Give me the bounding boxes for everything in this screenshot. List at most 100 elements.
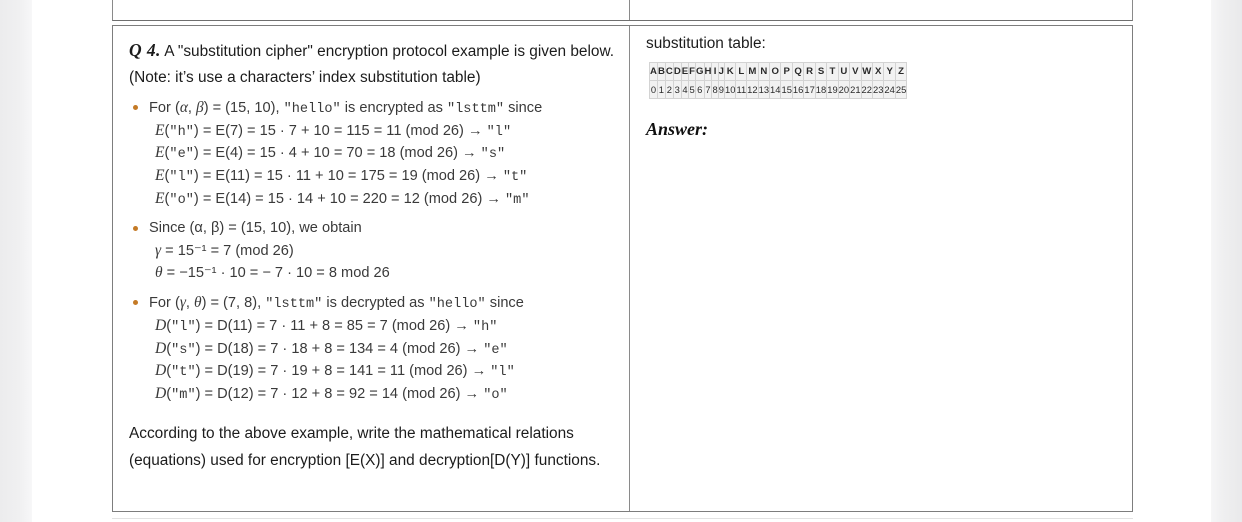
list-item-encryption: For (α, β) = (15, 10), "hello" is encryp… <box>129 97 614 211</box>
table-cell-index: 25 <box>894 80 908 99</box>
theta-symbol: θ <box>194 294 202 312</box>
table-cell-letter: V <box>849 62 862 81</box>
encryption-equation: E("h") = E(7) = 15 · 7 + 10 = 115 = 11 (… <box>155 121 512 140</box>
substitution-table-letters-row: A B C D E F G H I J K L M N O P Q <box>649 62 908 81</box>
decryption-equation: D("l") = D(11) = 7 · 11 + 8 = 85 = 7 (mo… <box>155 317 498 335</box>
eq-result: "t" <box>502 170 528 186</box>
eq-rest: = D(11) = 7 · 11 + 8 = 85 = 7 (mod 26) → <box>200 318 473 334</box>
eq-rest: = D(19) = 7 · 19 + 8 = 141 = 11 (mod 26)… <box>200 363 491 380</box>
table-cell-letter: N <box>757 62 771 81</box>
list-item-decryption: For (γ, θ) = (7, 8), "lsttm" is decrypte… <box>129 292 614 406</box>
eq-arg: "t" <box>171 365 196 381</box>
enc-head-post: since <box>504 99 543 116</box>
eq-result: "h" <box>472 320 498 335</box>
dec-head-mid: ) = (7, 8), <box>201 295 266 312</box>
dec-head-pre: For ( <box>149 295 180 312</box>
table-row-above <box>112 0 1133 21</box>
table-cell-letter: U <box>837 62 851 81</box>
eq-fn: D <box>155 339 167 357</box>
eq-arg: "l" <box>171 320 196 335</box>
enc-head-mid2: is encrypted as <box>340 99 447 116</box>
decryption-equation: D("s") = D(18) = 7 · 18 + 8 = 134 = 4 (m… <box>155 339 508 358</box>
dec-head-post: since <box>485 295 524 312</box>
eq-fn: E <box>155 121 165 139</box>
table-cell-letter: A <box>649 62 658 81</box>
plaintext-hello: "hello" <box>283 101 341 117</box>
eq-rest: = E(14) = 15 · 14 + 10 = 220 = 12 (mod 2… <box>198 190 506 207</box>
eq-fn: E <box>155 167 165 185</box>
eq-result: "l" <box>486 124 512 140</box>
table-cell-letter: X <box>871 62 885 81</box>
eq-result: "o" <box>483 388 508 404</box>
eq-rest: = D(12) = 7 · 12 + 8 = 92 = 14 (mod 26) … <box>200 386 484 403</box>
theta-equation: θ = −15⁻¹ · 10 = − 7 · 10 = 8 mod 26 <box>149 262 614 284</box>
eq-fn: D <box>155 362 167 380</box>
table-cell-letter: D <box>672 62 682 81</box>
table-cell-letter: H <box>703 62 713 81</box>
table-cell-index: 10 <box>723 80 737 99</box>
eq-fn: D <box>155 317 167 334</box>
table-cell-index: 9 <box>717 80 726 99</box>
question-table-row: Q 4. A "substitution cipher" encryption … <box>112 25 1133 512</box>
eq-rest: = E(7) = 15 · 7 + 10 = 115 = 11 (mod 26)… <box>198 122 487 139</box>
eq-arg: "m" <box>171 388 196 404</box>
table-cell-letter: T <box>826 62 839 81</box>
table-cell-letter: C <box>664 62 674 81</box>
table-cell-index: 11 <box>735 80 748 99</box>
page-background-right-margin <box>1211 0 1242 522</box>
question-intro-text: A "substitution cipher" encryption proto… <box>129 43 614 87</box>
table-cell-letter: R <box>803 62 816 81</box>
eq-result: "m" <box>505 192 530 208</box>
eq-rest: = E(4) = 15 · 4 + 10 = 70 = 18 (mod 26) … <box>198 145 481 162</box>
gamma-symbol: γ <box>155 241 162 259</box>
eq-result: "l" <box>490 365 515 381</box>
table-cell-letter: P <box>780 62 793 81</box>
table-cell-index: 20 <box>837 80 851 99</box>
encryption-equation: E("o") = E(14) = 15 · 14 + 10 = 220 = 12… <box>155 189 530 208</box>
encryption-heading: For (α, β) = (15, 10), "hello" is encryp… <box>149 97 614 120</box>
question-intro: Q 4. A "substitution cipher" encryption … <box>129 35 614 92</box>
key-derivation-heading: Since (α, β) = (15, 10), we obtain <box>149 220 362 237</box>
enc-head-mid: ) = (15, 10), <box>203 99 284 116</box>
eq-fn: E <box>155 189 165 207</box>
table-cell-index: 15 <box>780 80 793 99</box>
encryption-equation: E("l") = E(11) = 15 · 11 + 10 = 175 = 19… <box>155 167 528 186</box>
question-number: Q 4. <box>129 40 161 60</box>
eq-rest: = E(11) = 15 · 11 + 10 = 175 = 19 (mod 2… <box>198 168 503 185</box>
table-cell-letter: W <box>860 62 874 81</box>
decryption-equation: D("m") = D(12) = 7 · 12 + 8 = 92 = 14 (m… <box>155 385 508 404</box>
table-cell-index: 18 <box>814 80 828 99</box>
table-cell-index: 13 <box>757 80 771 99</box>
encryption-equation: E("e") = E(4) = 15 · 4 + 10 = 70 = 18 (m… <box>155 144 506 163</box>
table-cell-letter: K <box>723 62 737 81</box>
eq-arg: "o" <box>169 192 194 208</box>
table-cell-index: 12 <box>746 80 759 99</box>
question-closing-text: According to the above example, write th… <box>129 424 601 470</box>
table-cell-index: 14 <box>769 80 782 99</box>
answer-cell: substitution table: A B C D E F G H I J … <box>630 26 1133 511</box>
table-cell-letter: S <box>814 62 828 81</box>
table-cell-letter: Q <box>791 62 805 81</box>
table-cell-index: 0 <box>649 80 658 99</box>
table-column-divider <box>629 26 630 511</box>
page-background-left-margin <box>0 0 32 522</box>
example-bullet-list: For (α, β) = (15, 10), "hello" is encryp… <box>129 97 614 406</box>
table-cell-index: 19 <box>826 80 839 99</box>
table-cell-index: 2 <box>664 80 674 99</box>
theta-equation-body: = −15⁻¹ · 10 = − 7 · 10 = 8 mod 26 <box>166 264 390 281</box>
eq-arg: "l" <box>169 170 194 186</box>
decryption-equation: D("t") = D(19) = 7 · 19 + 8 = 141 = 11 (… <box>155 362 515 381</box>
table-cell-letter: B <box>656 62 666 81</box>
gamma-symbol: γ <box>179 294 186 312</box>
table-cell-letter: F <box>688 62 697 81</box>
table-cell-letter: Z <box>894 62 908 81</box>
table-cell-index: 22 <box>860 80 874 99</box>
table-bottom-hairline <box>112 518 1133 519</box>
enc-head-pre: For ( <box>149 99 180 116</box>
table-cell-letter: L <box>735 62 748 81</box>
table-cell-index: 4 <box>680 80 690 99</box>
plaintext-hello: "hello" <box>428 297 486 313</box>
substitution-table: A B C D E F G H I J K L M N O P Q <box>649 62 908 99</box>
gamma-equation: γ = 15⁻¹ = 7 (mod 26) <box>149 240 614 262</box>
enc-head-comma: , <box>187 99 197 116</box>
